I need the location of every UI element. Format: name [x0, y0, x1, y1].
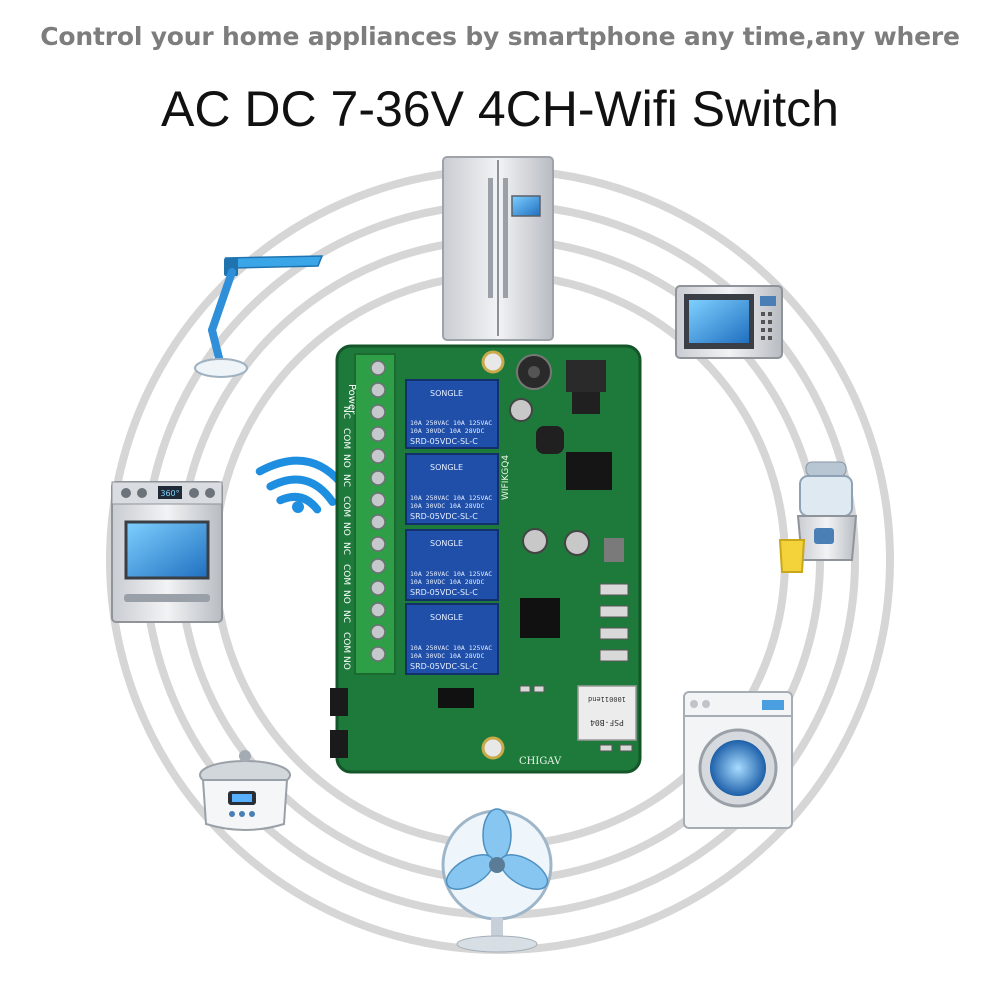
svg-text:NO: NO: [341, 454, 351, 468]
svg-text:SONGLE: SONGLE: [430, 389, 463, 398]
tagline: Control your home appliances by smartpho…: [40, 22, 960, 51]
svg-text:COM: COM: [341, 632, 351, 653]
svg-text:SONGLE: SONGLE: [430, 613, 463, 622]
juicer-icon: [778, 461, 858, 573]
svg-text:SONGLE: SONGLE: [430, 463, 463, 472]
terminal-channel-labels: NC COM NO NC COM NO NC COM NO NC COM NO: [341, 406, 351, 670]
svg-text:10A 30VDC 10A 28VDC: 10A 30VDC 10A 28VDC: [410, 652, 484, 660]
svg-text:SONGLE: SONGLE: [430, 539, 463, 548]
svg-text:NC: NC: [341, 542, 351, 555]
svg-text:PSF-B04: PSF-B04: [590, 718, 624, 727]
tact-switches: [330, 688, 348, 758]
capacitors: [509, 354, 590, 556]
oven-display: 360°: [160, 489, 179, 498]
refrigerator-icon: [442, 156, 554, 341]
washing-machine-icon: [683, 691, 793, 829]
svg-text:NO: NO: [341, 656, 351, 670]
rice-cooker-icon: [199, 750, 291, 831]
svg-text:10A 250VAC 10A 125VAC: 10A 250VAC 10A 125VAC: [410, 570, 492, 578]
svg-text:NC: NC: [341, 406, 351, 419]
oven-icon: 360°: [111, 481, 223, 623]
svg-text:10A 250VAC 10A 125VAC: 10A 250VAC 10A 125VAC: [410, 494, 492, 502]
wifi-module: 100011end PSF-B04: [577, 685, 637, 741]
svg-text:10A 30VDC 10A 28VDC: 10A 30VDC 10A 28VDC: [410, 502, 484, 510]
model-marking: WIFIKGQ4: [501, 455, 511, 500]
svg-text:NO: NO: [341, 590, 351, 604]
svg-text:SRD-05VDC-SL-C: SRD-05VDC-SL-C: [410, 512, 478, 521]
chips: [438, 360, 624, 708]
relay: SONGLE 10A 250VAC 10A 125VAC 10A 30VDC 1…: [405, 379, 499, 449]
svg-text:NO: NO: [341, 522, 351, 536]
svg-text:NC: NC: [341, 474, 351, 487]
relay: SONGLE 10A 250VAC 10A 125VAC 10A 30VDC 1…: [405, 453, 499, 525]
svg-text:10A 250VAC 10A 125VAC: 10A 250VAC 10A 125VAC: [410, 644, 492, 652]
svg-text:SRD-05VDC-SL-C: SRD-05VDC-SL-C: [410, 437, 478, 446]
svg-text:100011end: 100011end: [588, 695, 626, 703]
brand-marking: CHIGAV: [519, 756, 562, 767]
relay-board: Power NC COM NO NC COM NO NC COM NO NC C…: [330, 344, 642, 774]
svg-text:NC: NC: [341, 610, 351, 623]
svg-text:COM: COM: [341, 496, 351, 517]
relay: SONGLE 10A 250VAC 10A 125VAC 10A 30VDC 1…: [405, 529, 499, 601]
svg-text:SRD-05VDC-SL-C: SRD-05VDC-SL-C: [410, 662, 478, 671]
page-title: AC DC 7-36V 4CH-Wifi Switch: [161, 81, 839, 137]
svg-text:COM: COM: [341, 564, 351, 585]
smd-components: [519, 583, 633, 752]
microwave-icon: [675, 285, 783, 359]
svg-text:SRD-05VDC-SL-C: SRD-05VDC-SL-C: [410, 588, 478, 597]
svg-text:10A 250VAC 10A 125VAC: 10A 250VAC 10A 125VAC: [410, 419, 492, 427]
relay: SONGLE 10A 250VAC 10A 125VAC 10A 30VDC 1…: [405, 603, 499, 675]
svg-text:10A 30VDC 10A 28VDC: 10A 30VDC 10A 28VDC: [410, 427, 484, 435]
terminal-label: Power: [346, 384, 357, 415]
desk-lamp-icon: [194, 255, 324, 378]
terminal-screws: [370, 360, 386, 662]
svg-text:10A 30VDC 10A 28VDC: 10A 30VDC 10A 28VDC: [410, 578, 484, 586]
svg-text:COM: COM: [341, 428, 351, 449]
fan-icon: [441, 808, 553, 953]
